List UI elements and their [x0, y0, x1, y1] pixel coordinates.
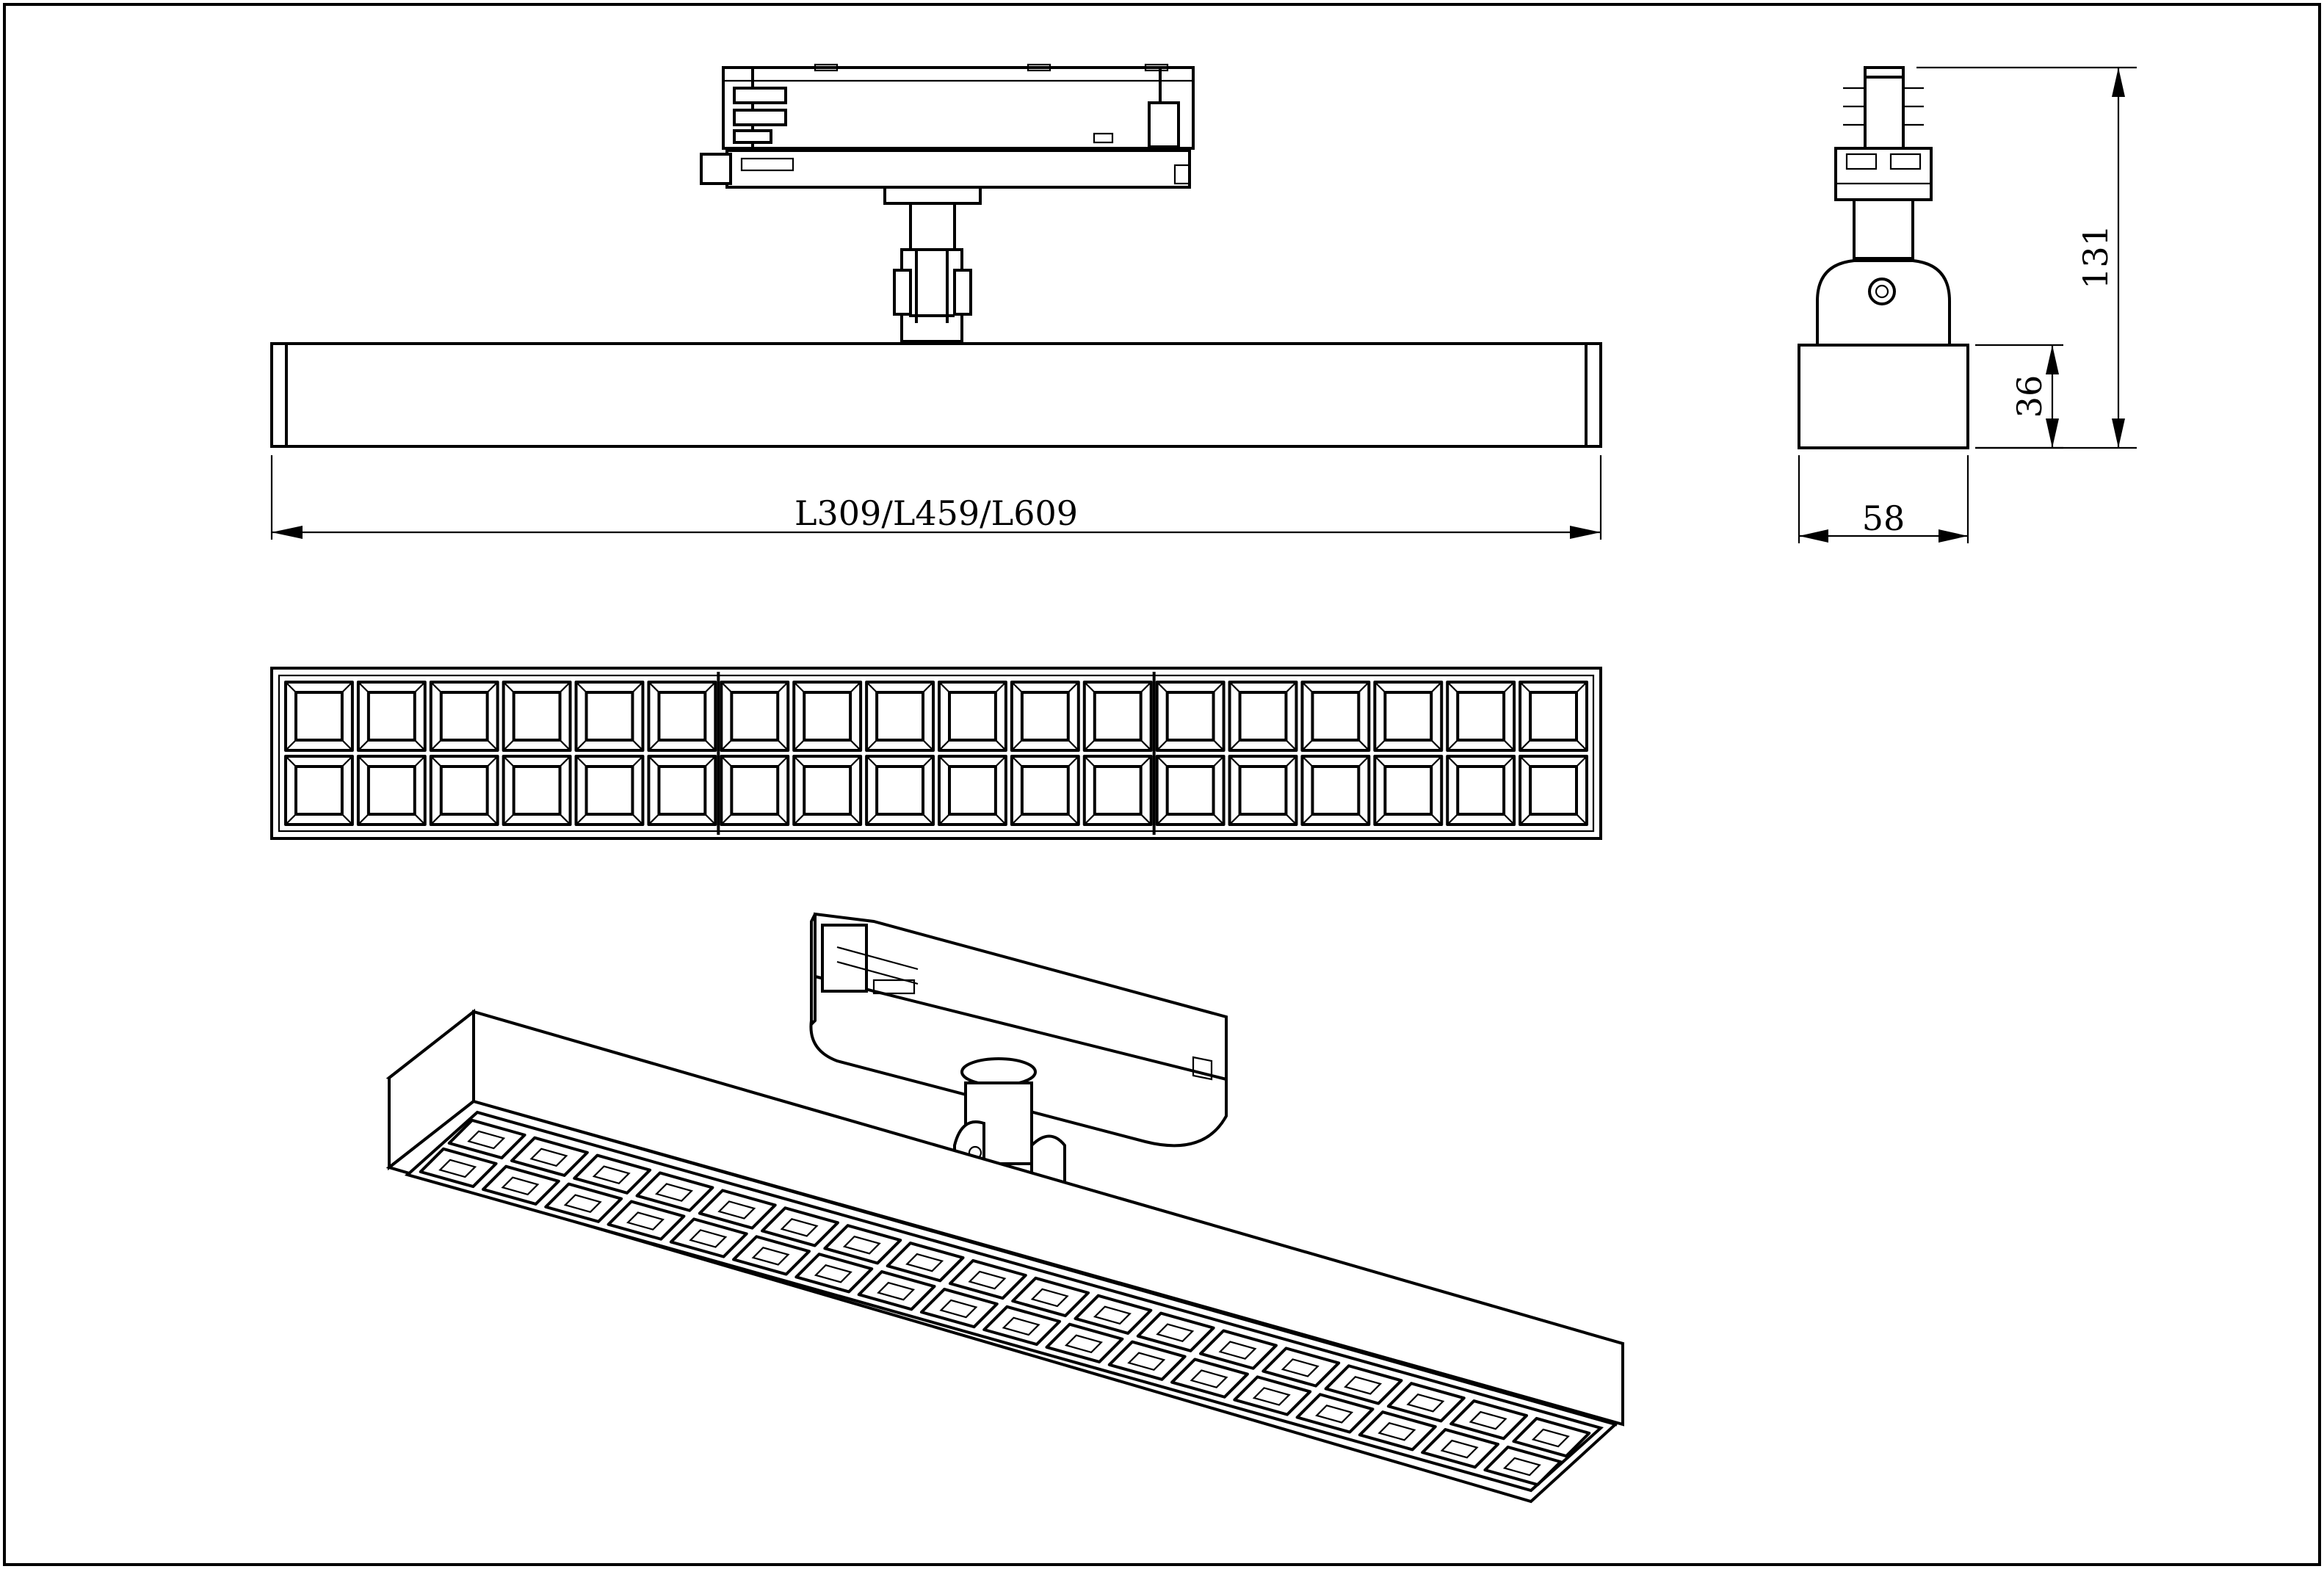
length-label: L309/L459/L609: [794, 493, 1078, 533]
iso-louver-cell: [1483, 1445, 1563, 1487]
louver-cell: [1518, 755, 1588, 826]
louver-cell: [1228, 681, 1298, 752]
louver-cell: [1010, 755, 1080, 826]
louver-cell: [1082, 681, 1153, 752]
height-label: 131: [2076, 225, 2115, 289]
louver-cell: [1373, 681, 1444, 752]
louver-cell: [574, 681, 645, 752]
iso-louver-cell: [544, 1182, 623, 1223]
iso-louver-cell: [447, 1118, 526, 1160]
louver-cell: [647, 681, 717, 752]
louver-cell: [284, 755, 354, 826]
side-adapter: [1834, 66, 1933, 260]
iso-louver-cell: [607, 1200, 686, 1241]
louver-cell: [792, 755, 863, 826]
iso-louver-cell: [857, 1270, 936, 1311]
louver-cell: [284, 681, 354, 752]
side-body: [1798, 344, 1969, 449]
iso-louver-grid: [419, 1118, 1591, 1487]
luminaire-body: [270, 342, 1602, 448]
louver-cell: [502, 681, 572, 752]
iso-bracket: [953, 1057, 1066, 1188]
length-dimension: L309/L459/L609: [270, 455, 1602, 540]
height-dimension: 131: [1916, 66, 2137, 449]
louver-cell: [1082, 755, 1153, 826]
louver-cell: [574, 755, 645, 826]
louver-cell: [429, 755, 499, 826]
louver-cell: [1300, 755, 1371, 826]
louver-cell: [720, 681, 790, 752]
louver-cell: [865, 681, 935, 752]
iso-louver-cell: [1449, 1399, 1528, 1441]
iso-louver-cell: [794, 1253, 874, 1294]
side-view: 58 36 131: [1798, 66, 2137, 543]
body-height-label: 36: [2010, 375, 2049, 418]
iso-louver-cell: [1233, 1375, 1312, 1416]
front-view: L309/L459/L609: [270, 63, 1602, 540]
louver-cell: [792, 681, 863, 752]
louver-cell: [356, 681, 427, 752]
iso-louver-cell: [1199, 1329, 1278, 1370]
louver-cell: [502, 755, 572, 826]
isometric-view: [385, 912, 1625, 1504]
iso-louver-cell: [823, 1224, 902, 1265]
iso-louver-cell: [1261, 1347, 1341, 1388]
iso-louver-cell: [698, 1189, 777, 1230]
width-dimension: 58: [1798, 455, 1969, 543]
louver-cell: [865, 755, 935, 826]
iso-louver-cell: [1386, 1382, 1466, 1423]
iso-louver-cell: [419, 1147, 498, 1189]
louver-cell: [356, 755, 427, 826]
iso-louver-cell: [635, 1171, 714, 1212]
louver-cell: [938, 755, 1007, 826]
iso-louver-cell: [573, 1153, 652, 1195]
iso-louver-cell: [510, 1136, 589, 1177]
louver-cell: [1155, 681, 1226, 752]
iso-louver-cell: [482, 1164, 560, 1206]
louver-cell: [720, 755, 790, 826]
louver-cell: [1518, 681, 1588, 752]
iso-louver-cell: [1011, 1276, 1090, 1318]
louver-cell: [1446, 681, 1516, 752]
louver-cell: [1373, 755, 1444, 826]
iso-louver-cell: [761, 1206, 839, 1247]
iso-louver-cell: [1324, 1364, 1403, 1405]
iso-louver-cell: [1170, 1358, 1249, 1399]
iso-louver-cell: [732, 1235, 811, 1276]
iso-louver-cell: [919, 1287, 999, 1329]
bottom-view: [270, 667, 1602, 840]
iso-louver-cell: [669, 1217, 748, 1258]
track-adapter: [700, 63, 1195, 189]
iso-louver-cell: [1074, 1294, 1153, 1335]
iso-louver-cell: [1421, 1428, 1499, 1469]
iso-louver-cell: [982, 1305, 1062, 1347]
louver-cell: [429, 681, 499, 752]
louver-cell: [1010, 681, 1080, 752]
body-height-dimension: 36: [1975, 344, 2063, 449]
louver-cell: [1228, 755, 1298, 826]
iso-luminaire-body: [385, 1008, 1625, 1504]
iso-louver-cell: [1136, 1311, 1215, 1352]
louver-cell: [1446, 755, 1516, 826]
louver-cell: [1300, 681, 1371, 752]
iso-louver-cell: [886, 1242, 965, 1283]
iso-louver-cell: [1358, 1410, 1437, 1452]
iso-louver-cell: [1107, 1340, 1187, 1381]
iso-louver-cell: [1512, 1416, 1591, 1458]
louver-cell: [647, 755, 717, 826]
louver-cell: [1155, 755, 1226, 826]
bracket: [883, 186, 982, 343]
width-label: 58: [1862, 499, 1905, 538]
louver-grid: [284, 672, 1588, 835]
side-bracket: [1816, 259, 1951, 347]
iso-louver-cell: [1295, 1393, 1375, 1434]
iso-louver-cell: [948, 1258, 1027, 1300]
iso-louver-cell: [1045, 1322, 1124, 1363]
drawing-frame: [3, 3, 2321, 1566]
louver-cell: [938, 681, 1007, 752]
